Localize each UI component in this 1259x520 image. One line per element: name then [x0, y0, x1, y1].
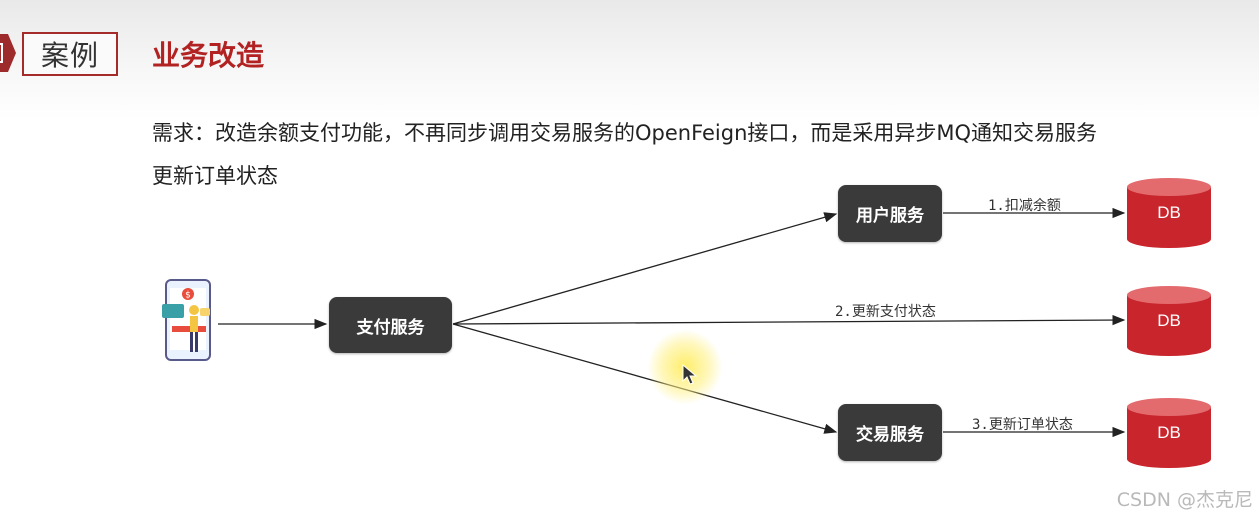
edge-label-deduct-balance: 1.扣减余额	[988, 195, 1061, 215]
database-trade: DB	[1126, 397, 1212, 469]
edge-label-update-payment-status: 2.更新支付状态	[835, 301, 936, 321]
database-user: DB	[1126, 177, 1212, 249]
payment-service-node: 支付服务	[329, 297, 452, 353]
edge-label-update-order-status: 3.更新订单状态	[972, 414, 1073, 434]
database-label: DB	[1126, 423, 1212, 443]
svg-text:$: $	[185, 291, 191, 301]
arrow-payment-to-user	[453, 214, 836, 324]
arrow-payment-to-db2	[453, 320, 1124, 324]
mouse-pointer-icon	[682, 364, 698, 386]
trade-service-node: 交易服务	[838, 404, 942, 461]
database-label: DB	[1126, 311, 1212, 331]
user-service-node: 用户服务	[838, 185, 942, 242]
arrow-payment-to-trade	[453, 324, 836, 432]
watermark: CSDN @杰克尼	[1117, 485, 1253, 512]
database-payment: DB	[1126, 285, 1212, 357]
mobile-payment-icon: $	[160, 278, 218, 364]
database-label: DB	[1126, 203, 1212, 223]
